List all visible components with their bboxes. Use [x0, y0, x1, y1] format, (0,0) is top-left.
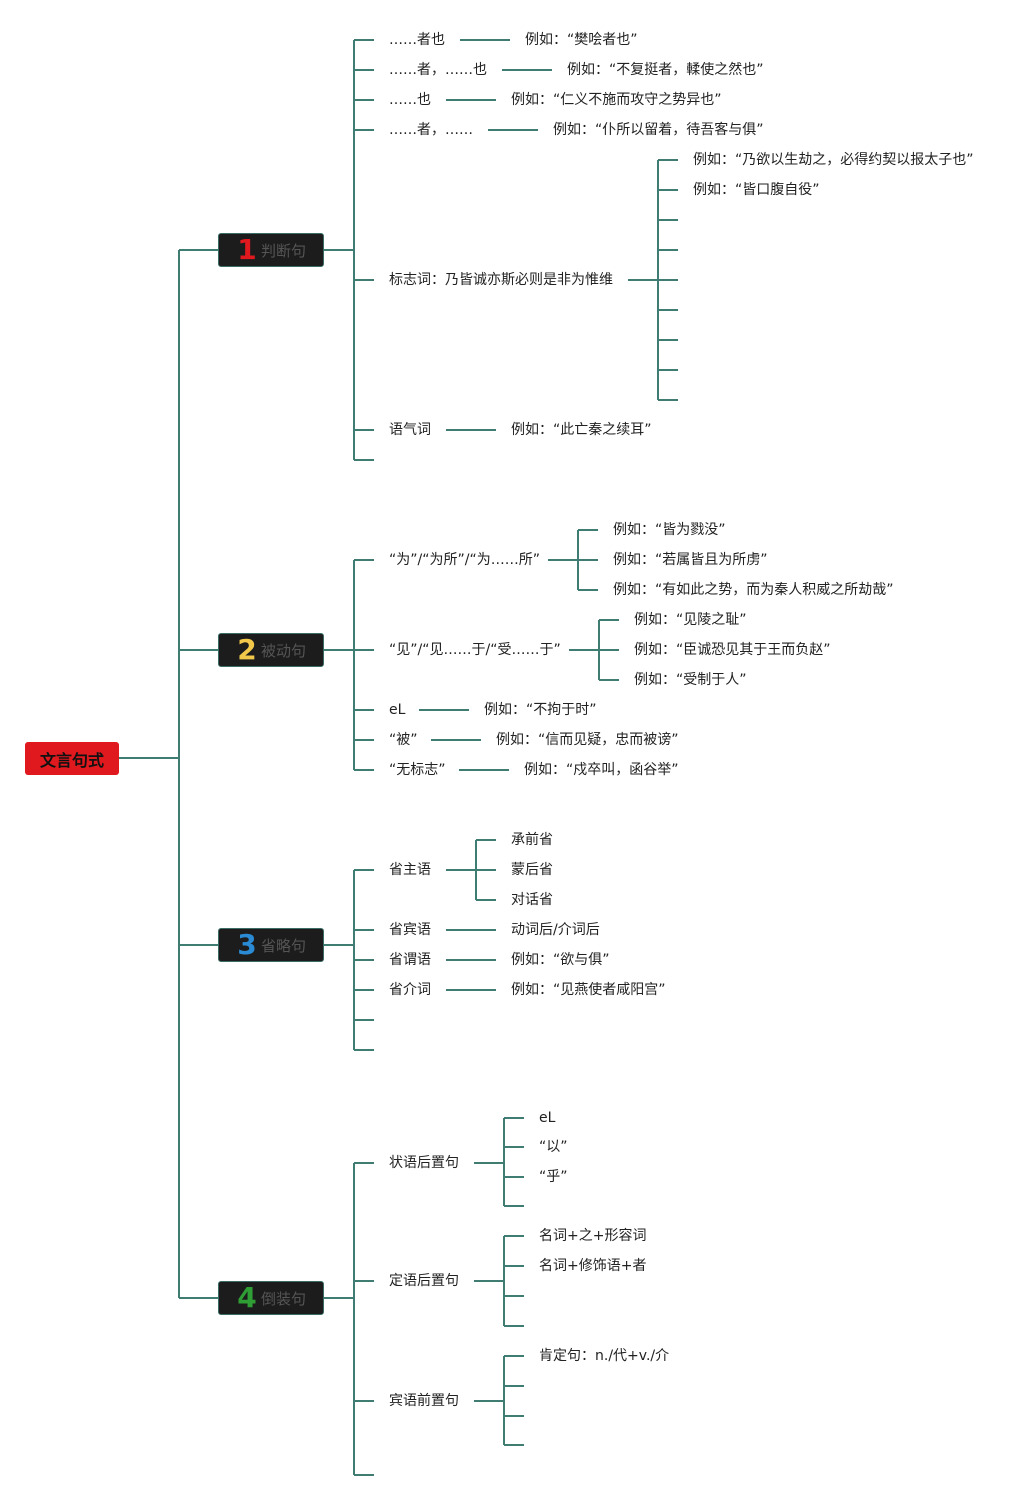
- example-text[interactable]: 例如：“若属皆且为所虏”: [613, 552, 768, 568]
- node-object-preposing[interactable]: 宾语前置句: [389, 1393, 459, 1409]
- leaf-text[interactable]: 蒙后省: [511, 862, 553, 878]
- node-omit-predicate[interactable]: 省谓语: [389, 952, 431, 968]
- branch-node-4[interactable]: 4 倒装句: [218, 1281, 324, 1315]
- node-jian-yu[interactable]: “见”/“见……于/“受……于”: [389, 642, 561, 658]
- example-text[interactable]: 例如：“戍卒叫，函谷举”: [524, 762, 679, 778]
- leaf-text[interactable]: “以”: [539, 1139, 568, 1155]
- root-node[interactable]: 文言句式: [25, 742, 119, 775]
- leaf-text[interactable]: “乎”: [539, 1169, 568, 1185]
- node-attributive-postposition[interactable]: 定语后置句: [389, 1273, 459, 1289]
- branch-number: 2: [237, 633, 257, 666]
- node-zhe-ye-2[interactable]: ……者，……也: [389, 62, 487, 78]
- branch-number: 4: [237, 1281, 257, 1314]
- node-adverbial-postposition[interactable]: 状语后置句: [389, 1155, 459, 1171]
- branch-node-3[interactable]: 3 省略句: [218, 928, 324, 962]
- example-text[interactable]: 例如：“有如此之势，而为秦人积威之所劫哉”: [613, 582, 894, 598]
- example-text[interactable]: 例如：“此亡秦之续耳”: [511, 422, 652, 438]
- leaf-text[interactable]: eL: [539, 1110, 556, 1126]
- node-omit-object[interactable]: 省宾语: [389, 922, 431, 938]
- example-text[interactable]: 例如：“见燕使者咸阳宫”: [511, 982, 666, 998]
- example-text[interactable]: 例如：“仁义不施而攻守之势异也”: [511, 92, 722, 108]
- branch-label: 省略句: [261, 936, 307, 955]
- node-bei[interactable]: “被”: [389, 732, 418, 748]
- example-text[interactable]: 例如：“仆所以留着，待吾客与俱”: [553, 122, 764, 138]
- example-text[interactable]: 例如：“樊哙者也”: [525, 32, 638, 48]
- example-text[interactable]: 例如：“乃欲以生劫之，必得约契以报太子也”: [693, 152, 974, 168]
- leaf-text[interactable]: 肯定句：n./代+v./介: [539, 1348, 670, 1364]
- leaf-text[interactable]: 名词+修饰语+者: [539, 1258, 647, 1274]
- node-zhe[interactable]: ……者，……: [389, 122, 473, 138]
- example-text[interactable]: 例如：“欲与俱”: [511, 952, 610, 968]
- node-el[interactable]: eL: [389, 702, 406, 718]
- leaf-text[interactable]: 动词后/介词后: [511, 922, 600, 938]
- node-modal-particle[interactable]: 语气词: [389, 422, 431, 438]
- node-no-marker[interactable]: “无标志”: [389, 762, 446, 778]
- node-ye[interactable]: ……也: [389, 92, 431, 108]
- branch-node-1[interactable]: 1 判断句: [218, 233, 324, 267]
- node-marker-words[interactable]: 标志词：乃皆诚亦斯必则是非为惟维: [389, 272, 613, 288]
- node-omit-subject[interactable]: 省主语: [389, 862, 431, 878]
- example-text[interactable]: 例如：“不复挺者，輮使之然也”: [567, 62, 764, 78]
- example-text[interactable]: 例如：“皆口腹自役”: [693, 182, 820, 198]
- example-text[interactable]: 例如：“不拘于时”: [484, 702, 597, 718]
- node-omit-preposition[interactable]: 省介词: [389, 982, 431, 998]
- branch-label: 判断句: [261, 241, 307, 260]
- example-text[interactable]: 例如：“臣诚恐见其于王而负赵”: [634, 642, 831, 658]
- example-text[interactable]: 例如：“见陵之耻”: [634, 612, 747, 628]
- node-zhe-ye[interactable]: ……者也: [389, 32, 445, 48]
- leaf-text[interactable]: 对话省: [511, 892, 553, 908]
- root-label: 文言句式: [39, 750, 104, 770]
- leaf-text[interactable]: 承前省: [511, 832, 553, 848]
- branch-label: 倒装句: [261, 1289, 307, 1308]
- branch-node-2[interactable]: 2 被动句: [218, 633, 324, 667]
- branch-label: 被动句: [261, 641, 307, 660]
- branch-number: 3: [237, 928, 257, 961]
- branch-number: 1: [237, 233, 257, 266]
- example-text[interactable]: 例如：“受制于人”: [634, 672, 747, 688]
- node-wei-suo[interactable]: “为”/“为所”/“为……所”: [389, 552, 540, 568]
- leaf-text[interactable]: 名词+之+形容词: [539, 1228, 647, 1244]
- example-text[interactable]: 例如：“信而见疑，忠而被谤”: [496, 732, 679, 748]
- example-text[interactable]: 例如：“皆为戮没”: [613, 522, 726, 538]
